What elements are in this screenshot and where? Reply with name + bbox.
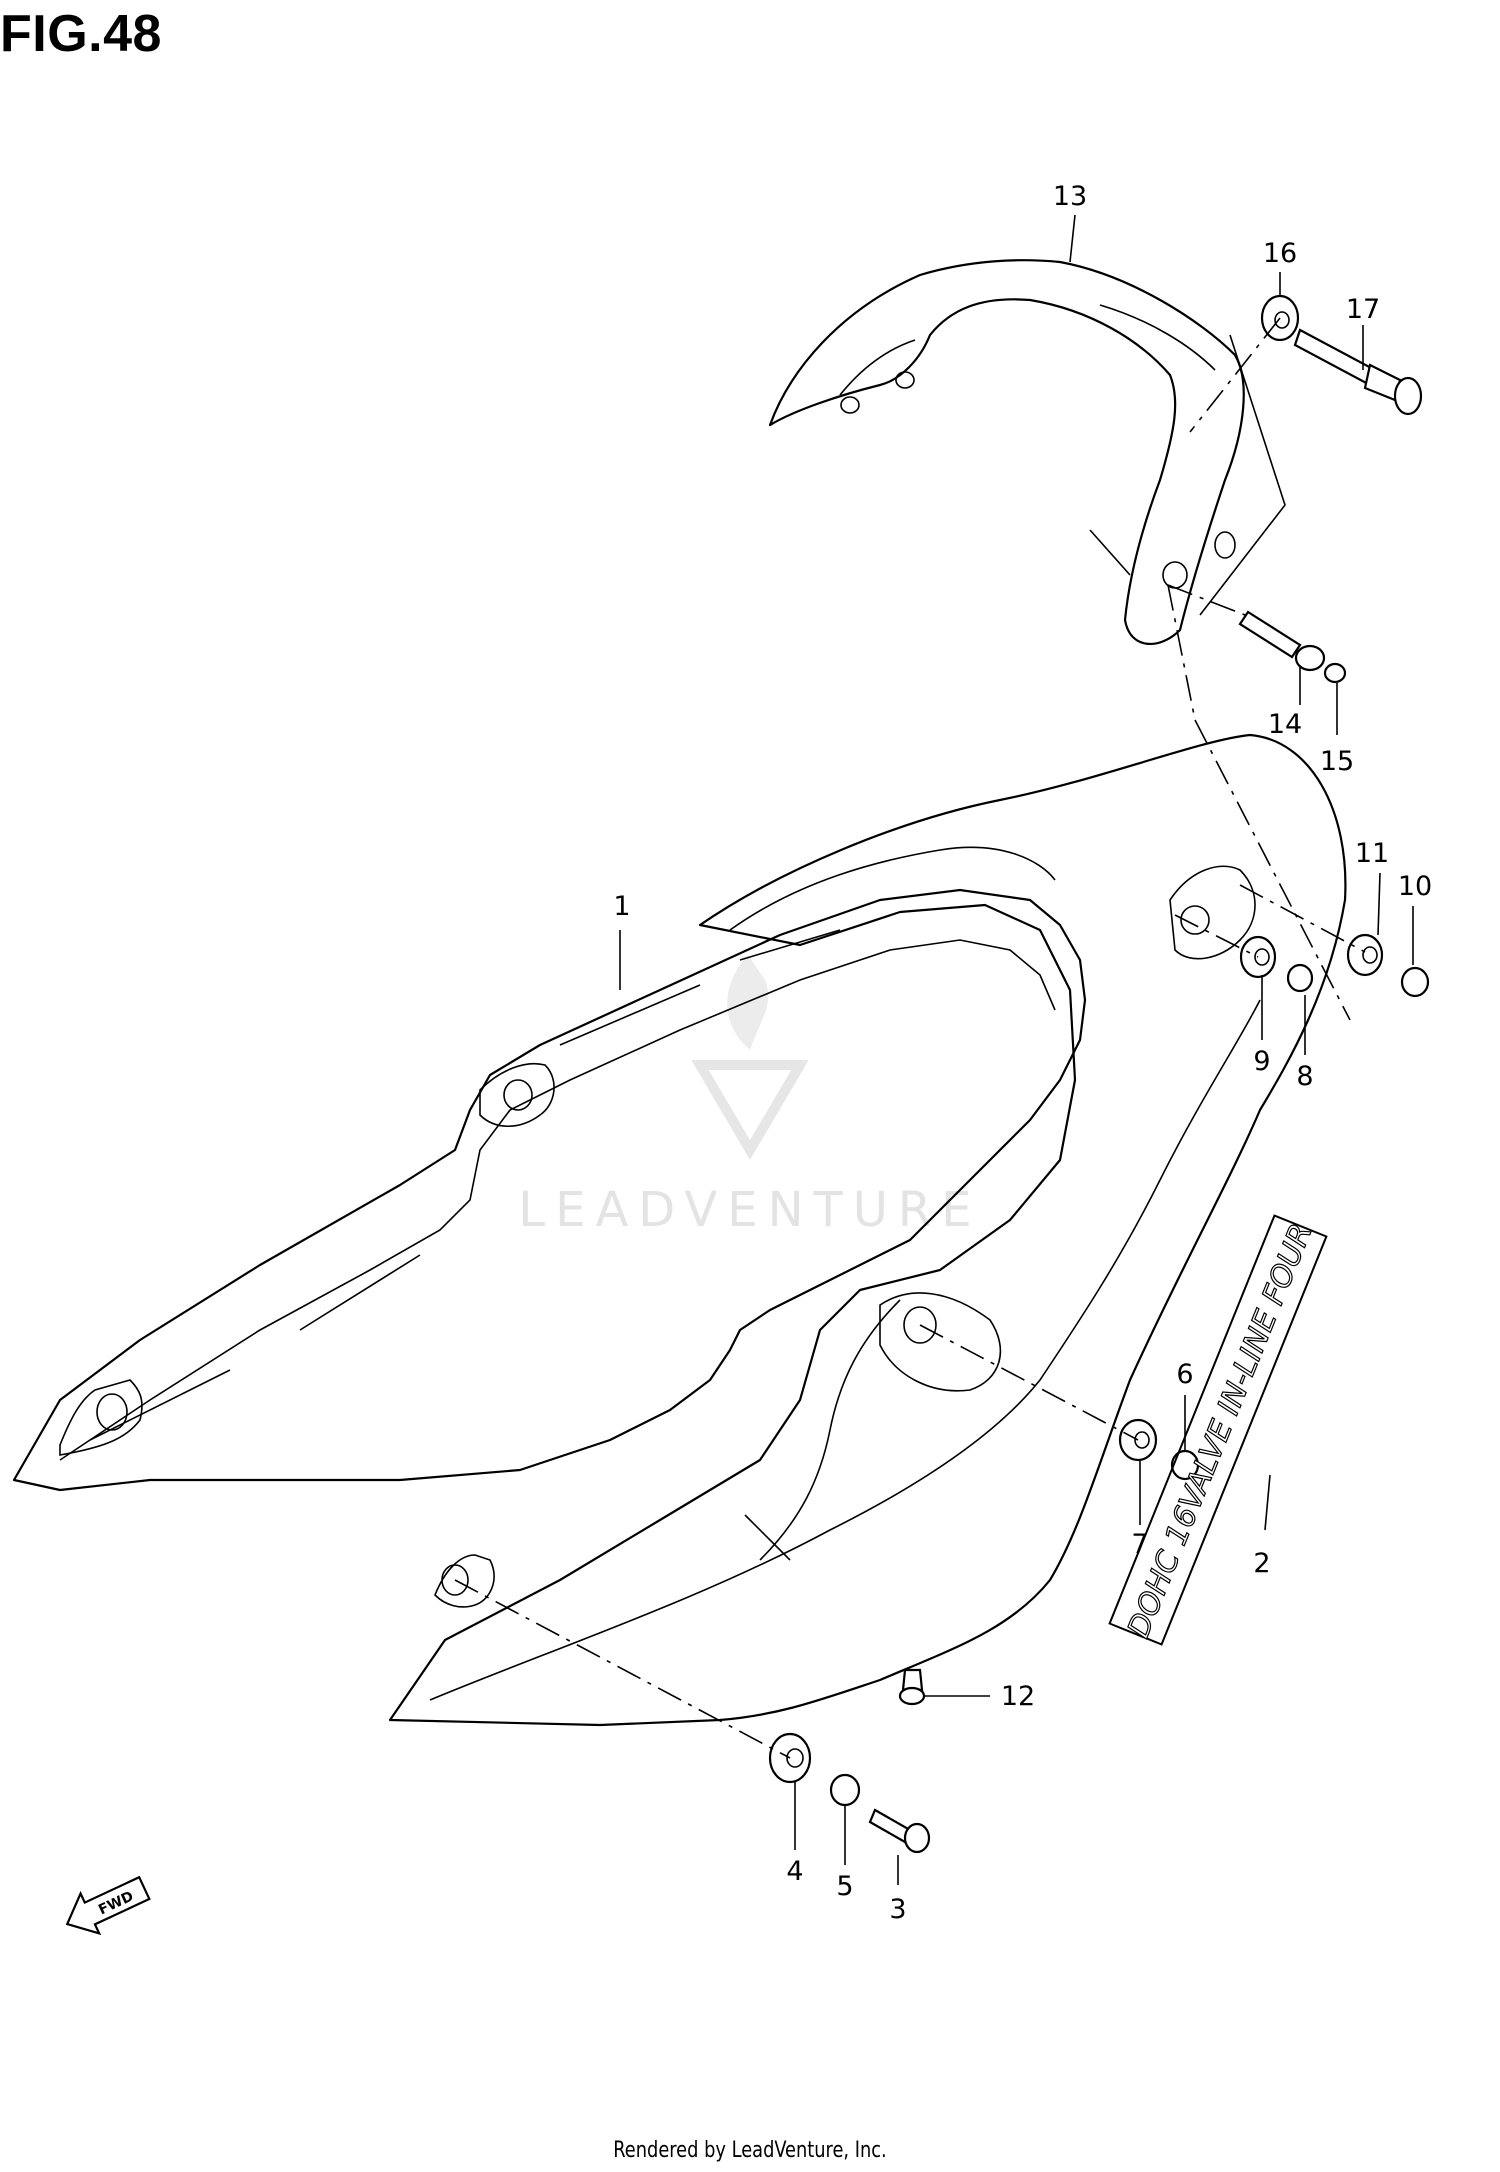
grab-handle[interactable] xyxy=(768,259,1286,645)
seat-tail-cover[interactable] xyxy=(12,888,1087,1492)
collar-5[interactable] xyxy=(829,1773,861,1807)
callout-8: 8 xyxy=(1296,1061,1313,1092)
callout-labels: 1 2 3 4 5 6 7 8 9 10 11 12 13 14 15 16 1… xyxy=(613,181,1432,1925)
callout-1: 1 xyxy=(613,891,630,922)
callout-14: 14 xyxy=(1268,709,1302,740)
callout-3: 3 xyxy=(889,1894,906,1925)
assembly-lines xyxy=(454,317,1366,1759)
callout-5: 5 xyxy=(836,1871,853,1902)
grommet-11[interactable] xyxy=(1346,933,1384,977)
bolt-17[interactable] xyxy=(1293,328,1423,416)
cap-15[interactable] xyxy=(1323,662,1347,684)
bolt-3[interactable] xyxy=(868,1808,931,1854)
clip-12[interactable] xyxy=(898,1668,926,1706)
callout-12: 12 xyxy=(1001,1681,1035,1712)
callout-15: 15 xyxy=(1320,746,1354,777)
callout-9: 9 xyxy=(1253,1046,1270,1077)
footer-credit: Rendered by LeadVenture, Inc. xyxy=(613,2138,887,2163)
figure-title: FIG.48 xyxy=(0,5,162,63)
callout-16: 16 xyxy=(1263,238,1297,269)
collar-10[interactable] xyxy=(1400,966,1430,998)
forward-arrow-icon: FWD xyxy=(65,1875,151,1936)
watermark: LEADVENTURE xyxy=(518,955,981,1238)
callout-4: 4 xyxy=(786,1856,803,1887)
callout-2: 2 xyxy=(1253,1548,1270,1579)
seat-tail-cover-right[interactable] xyxy=(388,733,1347,1727)
callout-7: 7 xyxy=(1131,1529,1148,1560)
collar-8[interactable] xyxy=(1286,963,1314,993)
callout-17: 17 xyxy=(1346,294,1380,325)
leader-lines xyxy=(619,214,1414,1885)
collar-6[interactable] xyxy=(1170,1449,1200,1481)
bolt-14[interactable] xyxy=(1238,610,1326,672)
callout-11: 11 xyxy=(1355,838,1389,869)
callout-13: 13 xyxy=(1053,181,1087,212)
watermark-text: LEADVENTURE xyxy=(518,1182,981,1238)
callout-10: 10 xyxy=(1398,871,1432,902)
callout-6: 6 xyxy=(1176,1359,1193,1390)
